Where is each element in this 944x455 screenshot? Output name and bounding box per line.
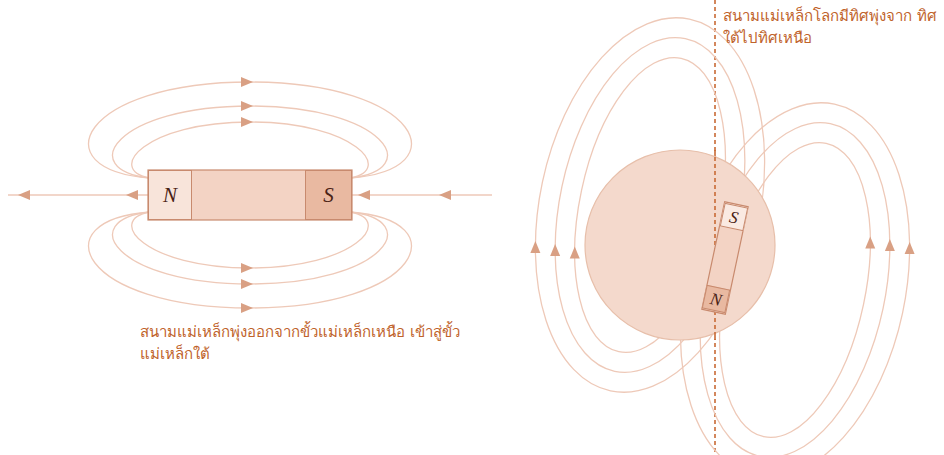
field-arrowhead — [550, 244, 560, 256]
field-arrowhead — [126, 190, 138, 200]
pole-letter: N — [709, 290, 724, 309]
earth-magnet-body — [702, 202, 748, 315]
magnet-body — [148, 170, 352, 220]
field-arrowhead — [241, 303, 253, 313]
field-arrowhead — [439, 190, 451, 200]
field-line — [352, 194, 492, 195]
caption-note: สนามแม่เหล็กพุ่งออกจากขั้วแม่เหล็กเหนือ … — [140, 322, 460, 366]
field-arrowhead — [530, 241, 540, 253]
south-pole: S — [719, 203, 747, 231]
north-pole: N — [148, 170, 192, 220]
caption-note: สนามแม่เหล็กโลกมีทิศพุ่งจาก ทิศใต้ไปทิศเ… — [723, 6, 938, 50]
earth-globe — [585, 150, 775, 340]
field-arrowhead — [241, 101, 253, 111]
earth-axis — [714, 0, 716, 455]
field-line — [88, 212, 411, 308]
south-pole: S — [305, 170, 352, 220]
field-line — [113, 106, 388, 178]
field-arrowhead — [570, 247, 580, 259]
pole-letter: S — [728, 208, 740, 226]
pole-letter: S — [323, 185, 334, 206]
bar-magnet-field-lines — [8, 77, 492, 313]
field-arrowhead — [865, 236, 875, 248]
field-line — [503, 0, 797, 414]
field-arrowhead — [241, 77, 253, 87]
bar-magnet — [148, 170, 352, 220]
field-arrowhead — [905, 242, 915, 254]
field-arrowhead — [241, 263, 253, 273]
field-arrowhead — [241, 279, 253, 289]
field-arrowhead — [885, 239, 895, 251]
field-arrowhead — [18, 190, 30, 200]
field-arrowhead — [358, 190, 370, 200]
earth-field-lines — [503, 0, 942, 455]
field-line — [113, 212, 388, 284]
field-line — [88, 82, 411, 178]
pole-letter: N — [163, 185, 177, 206]
field-arrowhead — [241, 117, 253, 127]
